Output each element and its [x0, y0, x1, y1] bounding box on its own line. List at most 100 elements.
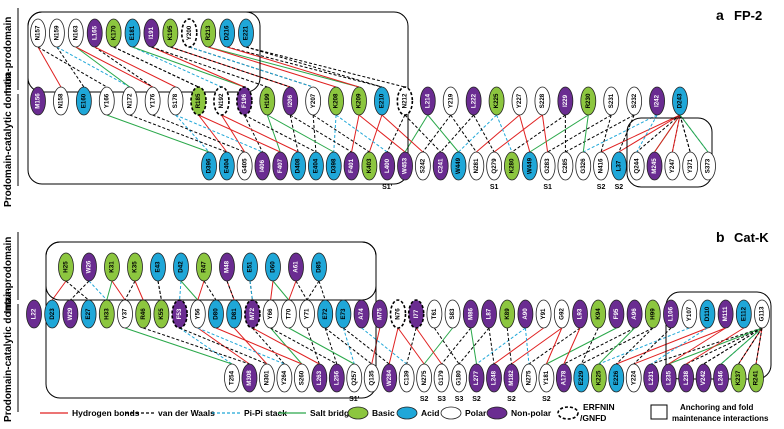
- residue-label: Y166: [103, 93, 110, 108]
- vdw-line: [422, 114, 452, 153]
- residue-node: E160: [75, 86, 92, 116]
- residue-node: L235: [660, 363, 677, 393]
- residue-node: S231: [603, 86, 620, 116]
- residue-label: R46: [140, 308, 147, 320]
- hbond-line: [198, 114, 281, 153]
- residue-node: G113: [754, 299, 770, 329]
- salt-line: [267, 114, 334, 153]
- residue-label: S242: [419, 158, 426, 173]
- panel-letter: a: [716, 7, 724, 23]
- residue-label: K208: [333, 93, 340, 108]
- pipi-line: [197, 327, 285, 365]
- residue-node: M75: [371, 299, 388, 329]
- residue-label: Y227: [516, 93, 523, 108]
- subsite-label: S2: [507, 396, 516, 403]
- panel-letter: b: [716, 229, 725, 245]
- residue-node: Y181: [538, 363, 555, 393]
- residue-node: K89: [499, 299, 516, 329]
- residue-label: E404: [313, 158, 320, 173]
- residue-node: Y371: [682, 151, 699, 181]
- residue-node: D80: [208, 299, 224, 329]
- pipi-line: [88, 280, 108, 301]
- salt-line: [288, 327, 355, 365]
- residue-label: E43: [155, 261, 162, 273]
- salt-line: [272, 280, 290, 301]
- vdw-line: [289, 114, 352, 153]
- residue-label: Q244: [633, 158, 640, 174]
- hbond-line: [215, 327, 303, 365]
- residue-label: Y176: [149, 93, 156, 108]
- hbond-line: [134, 280, 144, 301]
- residue-label: W29: [67, 307, 74, 320]
- hbond-line: [288, 280, 297, 301]
- residue-node: G283: [539, 151, 556, 181]
- residue-label: K225: [493, 93, 500, 108]
- residue-label: N157: [35, 25, 42, 40]
- subsite-label: S2: [420, 396, 429, 403]
- residue-node: H99: [644, 299, 661, 329]
- residue-label: M86: [467, 307, 474, 320]
- vdw-line: [404, 114, 442, 153]
- residue-label: E181: [129, 25, 136, 40]
- residue-label: C139: [403, 370, 410, 385]
- residue-node: E404: [218, 151, 235, 181]
- residue-label: Y71: [304, 308, 311, 320]
- residue-node: I206: [282, 86, 299, 116]
- panel-title: FP-2: [734, 8, 762, 23]
- residue-label: W453: [402, 157, 409, 174]
- hbond-line: [654, 114, 681, 153]
- residue-label: Q135: [368, 370, 375, 386]
- residue-node: D243: [672, 86, 688, 116]
- residue-label: K55: [158, 308, 165, 320]
- residue-node: L238: [678, 363, 695, 393]
- residue-node: T254: [224, 363, 240, 393]
- vdw-line: [633, 327, 672, 365]
- residue-node: L37: [610, 151, 627, 181]
- vdw-line: [600, 114, 612, 153]
- vdw-line: [70, 280, 90, 301]
- vdw-line: [245, 46, 405, 88]
- residue-label: K209: [356, 93, 363, 108]
- salt-line: [404, 114, 429, 153]
- vdw-line: [473, 114, 495, 153]
- subsite-label: S3: [455, 396, 464, 403]
- residue-label: F407: [277, 158, 284, 173]
- legend: [40, 404, 668, 420]
- hbond-line: [226, 46, 360, 88]
- residue-label: E229: [578, 370, 585, 385]
- residue-node: G405: [236, 151, 253, 181]
- residue-node: Y56: [189, 299, 206, 329]
- residue-label: L87: [486, 308, 493, 319]
- residue-label: L165: [91, 25, 98, 40]
- legend-label: Non-polar: [511, 408, 552, 418]
- residue-node: A74: [353, 299, 370, 329]
- residue-node: K403: [361, 151, 378, 181]
- residue-node: N212: [396, 86, 414, 116]
- hbond-line: [519, 114, 531, 153]
- residue-node: N76: [389, 299, 407, 329]
- region-label: Prodomain-catalytic domain: [3, 288, 14, 422]
- residue-node: Y227: [511, 86, 528, 116]
- vdw-line: [324, 327, 338, 365]
- vdw-line: [318, 280, 326, 301]
- hbond-line: [351, 114, 360, 153]
- hbond-line: [388, 327, 399, 365]
- pipi-line: [650, 327, 708, 365]
- salt-line: [75, 46, 131, 88]
- residue-node: Y219: [442, 86, 459, 116]
- residue-node: L87: [481, 299, 497, 329]
- pipi-line: [636, 114, 658, 153]
- interaction-lines: [37, 46, 763, 365]
- residue-label: Y224: [630, 370, 637, 385]
- residue-label: Q279: [491, 158, 498, 174]
- salt-line: [124, 327, 233, 365]
- residue-label: N212: [401, 93, 408, 108]
- residue-node: E43: [150, 252, 166, 282]
- residue-node: F95: [608, 299, 625, 329]
- vdw-line: [511, 114, 566, 153]
- residue-node: Q257: [346, 363, 363, 393]
- residue-label: Y37: [122, 308, 129, 320]
- residue-label: E404: [223, 158, 230, 173]
